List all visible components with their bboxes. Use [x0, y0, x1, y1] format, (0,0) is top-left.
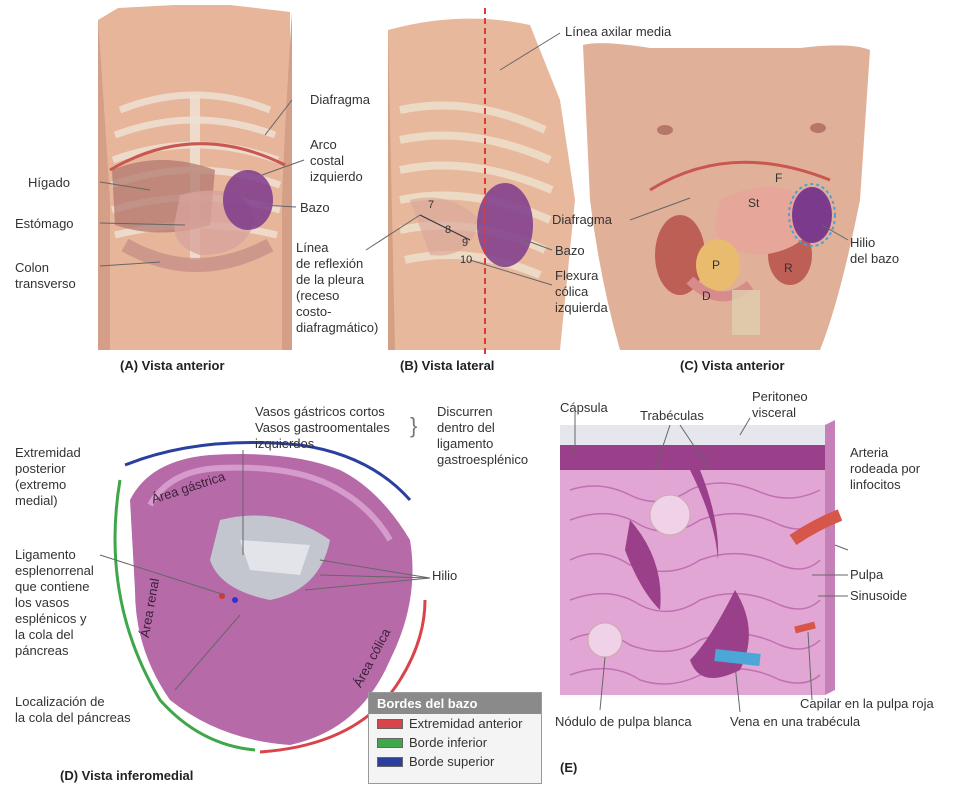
caption-a: (A) Vista anterior: [120, 358, 225, 373]
rib-number-9: 9: [462, 235, 468, 251]
label-d-localizacion: Localización de la cola del páncreas: [15, 694, 131, 726]
caption-e: (E): [560, 760, 577, 775]
label-e-trabeculas: Trabéculas: [640, 408, 704, 424]
caption-d: (D) Vista inferomedial: [60, 768, 193, 783]
legend-swatch-green: [377, 738, 403, 748]
label-a-estomago: Estómago: [15, 216, 74, 232]
label-b-flexura: Flexura cólica izquierda: [555, 268, 608, 316]
label-b-linea-reflexion: Línea de reflexión de la pleura (receso …: [296, 240, 378, 336]
legend-box: Bordes del bazo Extremidad anterior Bord…: [368, 692, 542, 784]
label-a-higado: Hígado: [28, 175, 70, 191]
label-a-bazo: Bazo: [300, 200, 330, 216]
rib-number-7: 7: [428, 197, 434, 213]
organ-letter-r: R: [784, 260, 793, 276]
legend-swatch-blue: [377, 757, 403, 767]
rib-number-8: 8: [445, 222, 451, 238]
label-e-pulpa: Pulpa: [850, 567, 883, 583]
panel-a-torso: [98, 5, 304, 350]
label-a-diafragma: Diafragma: [310, 92, 370, 108]
organ-letter-f: F: [775, 170, 782, 186]
brace-symbol: }: [410, 404, 417, 448]
label-e-sinusoide: Sinusoide: [850, 588, 907, 604]
label-d-ligamento: Ligamento esplenorrenal que contiene los…: [15, 547, 94, 659]
label-e-capilar: Capilar en la pulpa roja: [800, 696, 934, 712]
rib-number-10: 10: [460, 252, 472, 268]
label-d-hilio: Hilio: [432, 568, 457, 584]
caption-b: (B) Vista lateral: [400, 358, 494, 373]
organ-letter-d: D: [702, 288, 711, 304]
legend-label-anterior: Extremidad anterior: [409, 716, 522, 731]
label-b-linea-axilar: Línea axilar media: [565, 24, 671, 40]
label-e-peritoneo: Peritoneo visceral: [752, 389, 808, 421]
legend-row-anterior: Extremidad anterior: [369, 714, 541, 733]
legend-row-inferior: Borde inferior: [369, 733, 541, 752]
label-d-vasos: Vasos gástricos cortos Vasos gastrooment…: [255, 404, 390, 452]
organ-letter-st: St: [748, 195, 759, 211]
label-a-colon: Colon transverso: [15, 260, 76, 292]
label-b-bazo: Bazo: [555, 243, 585, 259]
panel-c-abdomen: [583, 43, 870, 350]
label-c-hilio: Hilio del bazo: [850, 235, 899, 267]
label-e-nodulo: Nódulo de pulpa blanca: [555, 714, 692, 730]
label-e-vena: Vena en una trabécula: [730, 714, 860, 730]
label-d-discurren: Discurren dentro del ligamento gastroesp…: [437, 404, 528, 468]
legend-swatch-red: [377, 719, 403, 729]
panel-b-lateral: [366, 8, 575, 355]
caption-c: (C) Vista anterior: [680, 358, 785, 373]
label-c-diafragma: Diafragma: [552, 212, 612, 228]
label-a-arco-costal: Arco costal izquierdo: [310, 137, 363, 185]
label-e-arteria: Arteria rodeada por linfocitos: [850, 445, 920, 493]
legend-row-superior: Borde superior: [369, 752, 541, 771]
legend-label-inferior: Borde inferior: [409, 735, 487, 750]
organ-letter-p: P: [712, 257, 720, 273]
label-e-capsula: Cápsula: [560, 400, 608, 416]
legend-label-superior: Borde superior: [409, 754, 494, 769]
label-d-extremidad: Extremidad posterior (extremo medial): [15, 445, 81, 509]
legend-title: Bordes del bazo: [369, 693, 541, 714]
panel-e-histology: [560, 412, 848, 712]
